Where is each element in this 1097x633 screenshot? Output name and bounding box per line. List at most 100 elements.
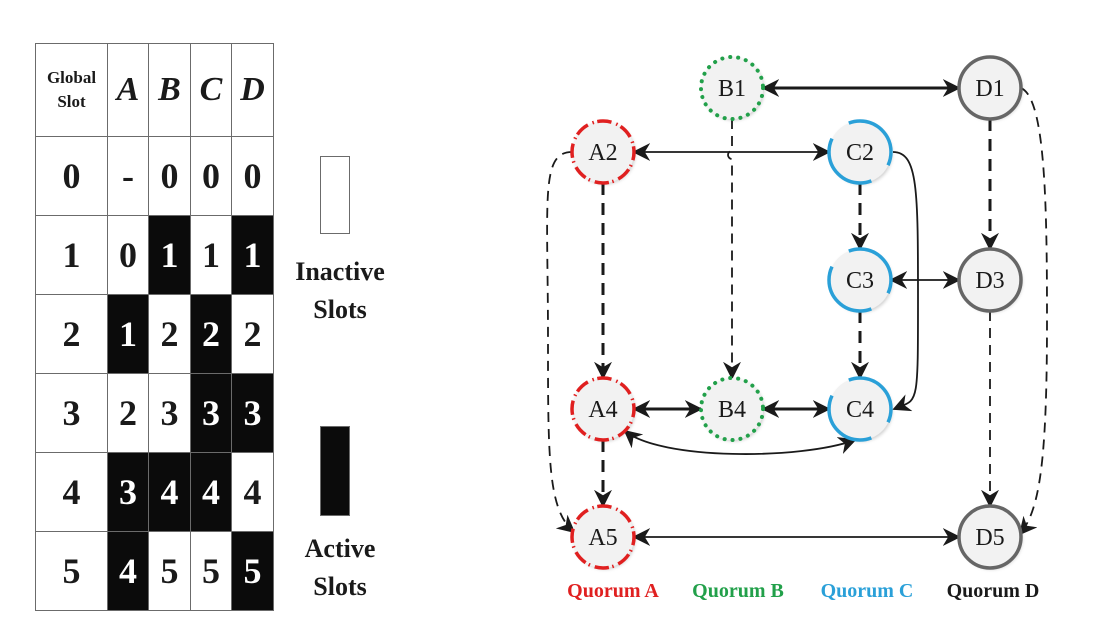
node-fill	[701, 57, 763, 119]
global-slot-cell: 4	[35, 452, 108, 532]
inactive-slot-cell: 2	[107, 373, 149, 453]
legend-inactive-swatch	[320, 156, 350, 234]
legend-active-line1: Active	[304, 534, 376, 563]
node-fill	[829, 249, 891, 311]
node-label: B4	[718, 397, 746, 423]
global-slot-cell: 2	[35, 294, 108, 374]
inactive-slot-cell: 0	[190, 136, 232, 216]
inactive-slot-cell: 5	[190, 531, 232, 611]
node-ring	[699, 55, 765, 121]
active-slot-cell: 4	[107, 531, 149, 611]
edge-d1-to-d5	[1018, 87, 1048, 536]
header-col-b: B	[148, 43, 191, 137]
node-a4: A4	[570, 376, 636, 442]
header-global-line1: Global	[46, 68, 97, 87]
node-ring	[827, 247, 893, 313]
node-ring	[570, 504, 636, 570]
inactive-slot-cell: 0	[107, 215, 149, 295]
node-b4: B4	[699, 376, 765, 442]
inactive-slot-cell: 5	[148, 531, 191, 611]
node-fill	[829, 378, 891, 440]
legend-active-label: Active Slots	[280, 530, 400, 606]
node-fill	[572, 506, 634, 568]
node-fill	[959, 57, 1021, 119]
quorum-b-label: Quorum B	[692, 580, 784, 602]
active-slot-cell: 3	[190, 373, 232, 453]
node-ring	[827, 376, 893, 442]
node-label: D3	[975, 268, 1004, 294]
edge-a4-to-c4	[623, 429, 857, 455]
quorum-legend: Quorum A Quorum B Quorum C Quorum D	[567, 580, 1039, 602]
active-slot-cell: 1	[107, 294, 149, 374]
node-d3: D3	[957, 247, 1023, 313]
node-label: A5	[588, 525, 617, 551]
active-slot-cell: 4	[148, 452, 191, 532]
header-col-c: C	[190, 43, 232, 137]
node-label: C3	[846, 268, 874, 294]
edge-b1-to-b4	[723, 119, 741, 380]
node-ring	[957, 504, 1023, 570]
inactive-slot-cell: -	[107, 136, 149, 216]
inactive-slot-cell: 2	[231, 294, 274, 374]
active-slot-cell: 1	[148, 215, 191, 295]
edges-layer	[546, 79, 1048, 546]
node-c2: C2	[827, 119, 893, 185]
node-label: A2	[588, 140, 617, 166]
node-label: B1	[718, 76, 746, 102]
legend-inactive-line2: Slots	[313, 295, 367, 324]
node-label: D5	[975, 525, 1004, 551]
active-slot-cell: 4	[190, 452, 232, 532]
node-fill	[829, 121, 891, 183]
inactive-slot-cell: 0	[148, 136, 191, 216]
node-fill	[701, 378, 763, 440]
inactive-slot-cell: 1	[190, 215, 232, 295]
quorum-a-label: Quorum A	[567, 580, 659, 602]
active-slot-cell: 1	[231, 215, 274, 295]
legend-inactive-label: Inactive Slots	[280, 253, 400, 329]
edge-a2-to-a5	[546, 151, 576, 534]
node-ring	[827, 119, 893, 185]
header-col-d: D	[231, 43, 274, 137]
node-label: C4	[846, 397, 874, 423]
node-ring	[570, 119, 636, 185]
legend-active-swatch	[320, 426, 350, 516]
node-label: D1	[975, 76, 1004, 102]
global-slot-cell: 1	[35, 215, 108, 295]
node-a2: A2	[570, 119, 636, 185]
node-a5: A5	[570, 504, 636, 570]
inactive-slot-cell: 0	[231, 136, 274, 216]
node-fill	[572, 378, 634, 440]
quorum-c-label: Quorum C	[821, 580, 914, 602]
node-d1: D1	[957, 55, 1023, 121]
node-fill	[572, 121, 634, 183]
node-c4: C4	[827, 376, 893, 442]
header-col-a: A	[107, 43, 149, 137]
global-slot-cell: 3	[35, 373, 108, 453]
active-slot-cell: 3	[107, 452, 149, 532]
active-slot-cell: 3	[231, 373, 274, 453]
node-fill	[959, 506, 1021, 568]
active-slot-cell: 5	[231, 531, 274, 611]
node-label: A4	[588, 397, 617, 423]
node-b1: B1	[699, 55, 765, 121]
node-ring	[570, 376, 636, 442]
node-ring	[957, 55, 1023, 121]
legend-inactive-line1: Inactive	[295, 257, 385, 286]
header-global-line2: Slot	[57, 92, 86, 111]
global-slot-cell: 0	[35, 136, 108, 216]
inactive-slot-cell: 2	[148, 294, 191, 374]
global-slot-cell: 5	[35, 531, 108, 611]
edge-c2-to-c4	[892, 151, 919, 412]
node-c3: C3	[827, 247, 893, 313]
node-d5: D5	[957, 504, 1023, 570]
